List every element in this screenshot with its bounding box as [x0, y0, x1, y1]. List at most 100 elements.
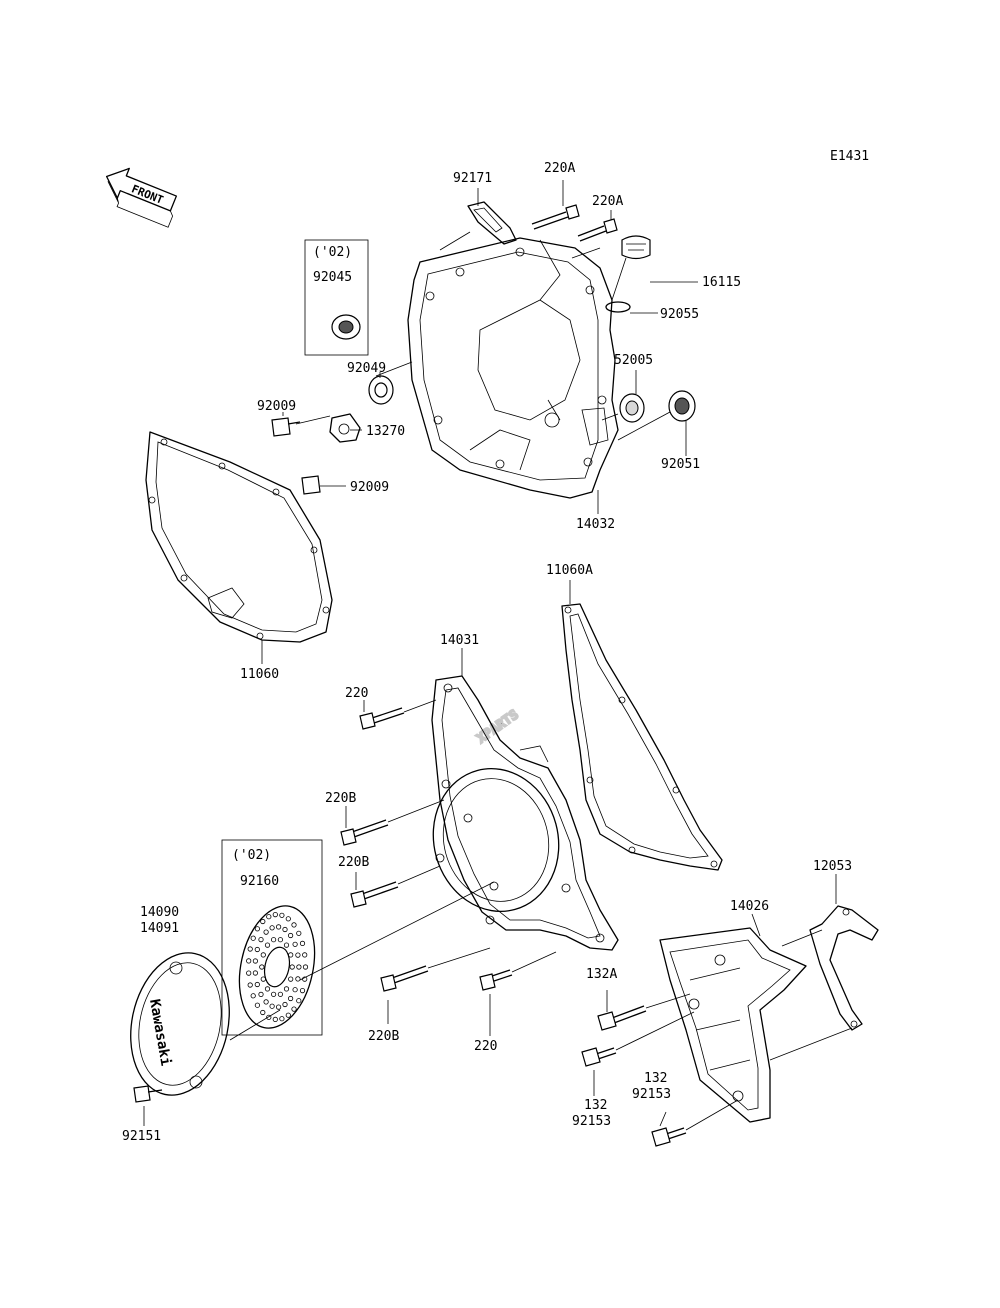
label-92009-upper: 92009: [257, 399, 296, 414]
mesh-92160: [238, 905, 316, 1029]
label-14091: 14091: [140, 921, 179, 936]
clutch-cover-14032: [407, 237, 619, 499]
label-92049: 92049: [347, 361, 386, 376]
mesh-hole: [288, 976, 294, 982]
mesh-hole: [270, 991, 277, 997]
label-year02-upper: ('02): [313, 245, 352, 260]
mesh-hole: [302, 964, 309, 970]
mesh-hole: [275, 924, 282, 930]
mesh-hole: [258, 936, 264, 943]
label-220B-lower: 220B: [368, 1029, 399, 1044]
mesh-hole: [259, 964, 265, 970]
mesh-hole: [275, 1004, 282, 1010]
mesh-hole: [247, 982, 253, 988]
label-year02-lower: ('02): [232, 848, 271, 863]
label-11060A: 11060A: [546, 563, 593, 578]
mesh-hole: [287, 932, 294, 939]
year-02-box-lower: [221, 839, 323, 1036]
mesh-hole: [279, 912, 285, 918]
label-132A: 132A: [586, 967, 617, 982]
mesh-hole: [272, 1016, 278, 1023]
label-92051: 92051: [661, 457, 700, 472]
mesh-hole: [254, 981, 260, 988]
label-11060: 11060: [240, 667, 279, 682]
year-02-box-upper: [304, 239, 369, 356]
mesh-hole: [250, 993, 256, 999]
mesh-hole: [299, 940, 306, 947]
mesh-hole: [269, 925, 275, 931]
bearing-52005: [619, 393, 645, 423]
mesh-hole: [260, 1009, 266, 1016]
mesh-hole: [260, 952, 266, 958]
bolt-220B-lower: [380, 965, 429, 992]
label-220B-middle: 220B: [338, 855, 369, 870]
o-ring-92055: [605, 301, 631, 313]
front-label: FRONT: [130, 182, 166, 207]
bolt-92151: [133, 1085, 163, 1103]
mesh-hole: [292, 987, 298, 993]
label-92151: 92151: [122, 1129, 161, 1144]
part-labels: 92171 220A 220A 16115 92055 ('02) 92045 …: [122, 161, 852, 1144]
mesh-hole: [246, 958, 252, 964]
label-13270: 13270: [366, 424, 405, 439]
label-220B-upper: 220B: [325, 791, 356, 806]
mesh-hole: [296, 964, 302, 970]
label-132-left: 132: [584, 1098, 607, 1113]
bolt-220B-upper: [340, 819, 389, 846]
bracket-92171: [467, 201, 517, 245]
generator-cover-14031: [431, 675, 619, 951]
mesh-hole: [254, 946, 260, 953]
mesh-hole: [295, 976, 301, 982]
label-92153-right: 92153: [632, 1087, 671, 1102]
label-132-right: 132: [644, 1071, 667, 1086]
mesh-hole: [302, 952, 308, 958]
mesh-hole: [291, 1006, 297, 1012]
mesh-hole: [247, 946, 253, 952]
label-14026: 14026: [730, 899, 769, 914]
cover-14090-14091: Kawasaki: [130, 952, 230, 1096]
ring-92049: [368, 375, 394, 405]
mesh-hole: [263, 999, 269, 1005]
bolt-220A-lower: [577, 218, 618, 242]
diagram-code: E1431: [830, 149, 869, 164]
label-92055: 92055: [660, 307, 699, 322]
bolt-220-upper: [359, 707, 405, 730]
mesh-hole: [285, 1012, 291, 1018]
mesh-hole: [266, 914, 272, 920]
mesh-hole: [252, 958, 258, 964]
label-220A-lower: 220A: [592, 194, 623, 209]
mesh-hole: [266, 1014, 272, 1020]
mesh-hole: [285, 916, 291, 922]
label-14090: 14090: [140, 905, 179, 920]
label-14031: 14031: [440, 633, 479, 648]
mesh-hole: [277, 937, 283, 943]
front-arrow-icon: FRONT: [105, 167, 178, 228]
mesh-hole: [260, 976, 266, 982]
mesh-hole: [277, 991, 283, 997]
mesh-hole: [260, 918, 266, 925]
kawasaki-logo-text: Kawasaki: [146, 998, 173, 1067]
oil-filler-cap-16115: [621, 235, 651, 260]
watermark-text: XPARTS: [474, 707, 521, 746]
mesh-hole: [287, 995, 294, 1002]
sprocket-cover-14026: [659, 927, 807, 1123]
plate-13270: [329, 413, 361, 443]
label-52005: 52005: [614, 353, 653, 368]
mesh-hole: [258, 991, 264, 998]
mesh-hole: [296, 930, 302, 936]
mesh-hole: [246, 970, 252, 976]
mesh-hole: [283, 942, 290, 948]
mesh-hole: [282, 1001, 288, 1008]
mesh-hole: [250, 935, 256, 941]
mesh-hole: [254, 926, 260, 932]
watermark: XPARTS: [473, 706, 522, 747]
bolt-92009-upper: [271, 417, 301, 437]
mesh-hole: [295, 952, 301, 958]
mesh-hole: [270, 937, 277, 943]
oil-seal-92051: [668, 390, 696, 422]
mesh-hole: [288, 952, 294, 958]
mesh-hole: [291, 922, 297, 928]
mesh-hole: [263, 929, 269, 935]
label-92171: 92171: [453, 171, 492, 186]
label-92045: 92045: [313, 270, 352, 285]
